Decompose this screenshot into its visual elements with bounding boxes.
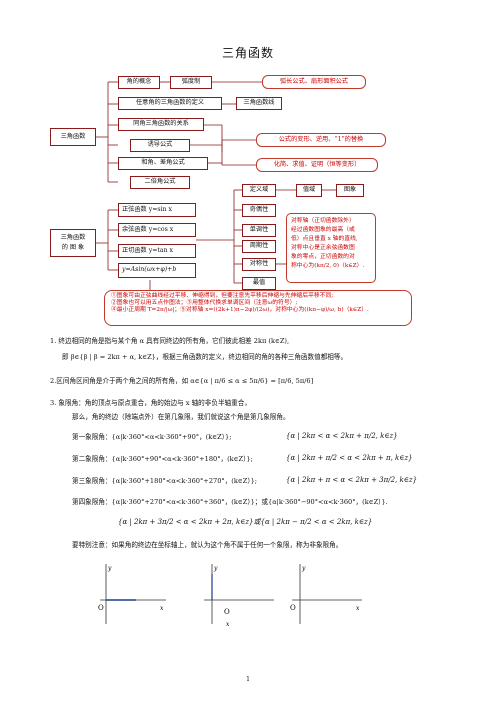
- node-trig-graphs-line1: 三角函数: [60, 234, 86, 242]
- para-quadrant-explain: 那么，角的终边（除端点外）在第几象限，我们就说这个角是第几象限角。: [72, 413, 290, 421]
- node-trig-functions: 三角函数: [50, 128, 96, 146]
- note-tip-1: ①图象可由正弦曲线经过平移、伸缩得到，但要注意先平移后伸缩与先伸缩后平移不同;: [111, 293, 334, 299]
- page-number: 1: [246, 676, 250, 683]
- node-monotonic: 单调性: [242, 224, 276, 237]
- node-parity: 奇偶性: [242, 204, 276, 217]
- diagram-connectors: [96, 81, 336, 290]
- node-angle-concept: 角的概念: [118, 76, 160, 89]
- node-asin-function: y=Asin(ωx+φ)+b: [118, 263, 196, 278]
- axis1-y-label: y: [107, 565, 112, 572]
- quadrant-1-deg: 第一象限角：{α|k·360°<α<k·360°+90°，(k∈Z）};: [72, 433, 232, 441]
- sym-note-line3: 低）点且垂直 x 轴的直线,: [291, 235, 358, 242]
- axis3-origin: O: [290, 604, 296, 612]
- node-sin-function: 正弦函数 y=sin x: [118, 203, 196, 217]
- axis2-x-label: x: [226, 621, 230, 628]
- axis1-x-label: x: [160, 605, 164, 612]
- note-symmetry-axis: 对称轴（正切函数除外） 经过函数图象的最高（或 低）点且垂直 x 轴的直线, 对…: [286, 213, 376, 283]
- note-arc-formula: 弧长公式、扇形面积公式: [262, 75, 366, 89]
- axis2-y-label: y: [213, 565, 218, 572]
- node-symmetry: 对称性: [242, 258, 276, 271]
- node-extremum: 最值: [242, 277, 276, 290]
- axis3-y-label: y: [301, 565, 306, 572]
- sym-note-line2: 经过函数图象的最高（或: [291, 226, 355, 233]
- axis2-origin: O: [224, 608, 230, 616]
- node-radian: 弧度制: [170, 76, 212, 89]
- sym-note-line6: 称中心为(kπ/2, 0)（k∈Z）.: [291, 262, 365, 269]
- node-induction: 诱导公式: [130, 139, 190, 152]
- quadrant-4-rad: {α | 2kπ + 3π/2 < α < 2kπ + 2π, k∈z}或{α …: [118, 518, 373, 526]
- node-sum-diff: 和角、差角公式: [118, 157, 208, 170]
- axis1-origin: O: [98, 604, 104, 612]
- node-any-angle-def: 任意角的三角函数的定义: [118, 97, 222, 110]
- para-coterminal: 1. 终边相同的角是指与某个角 α 具有同终边的所有角，它们彼此相差 2kπ (…: [50, 337, 290, 345]
- node-tan-function: 正切函数 y=tan x: [118, 244, 196, 258]
- note-simplify: 化简、求值、证明（恒等变形）: [256, 158, 378, 172]
- quadrant-3-rad: {α | 2kπ + π < α < 2kπ + 3π/2, k∈z}: [286, 476, 418, 484]
- axis3-x-label: x: [356, 605, 360, 612]
- note-tip-2: ②图象也可以用五点作图法；③用整体代换求单调区间（注意ω的符号）;: [111, 299, 298, 306]
- sym-note-line1: 对称轴（正切函数除外）: [291, 218, 355, 224]
- sym-note-line4: 对称中心是正余弦函数图: [291, 244, 355, 251]
- quadrant-2-rad: {α | 2kπ + π/2 < α < 2kπ + π, k∈z}: [286, 454, 413, 462]
- note-formula-transform: 公式的变形、逆用、“1”的替换: [256, 133, 386, 147]
- node-cos-function: 余弦函数 y=cos x: [118, 223, 196, 237]
- note-tip-3: ④最小正周期 T=2π/|ω|；⑤对称轴 x=((2k+1)π−2φ)/(2ω)…: [111, 306, 369, 313]
- quadrant-1-rad: {α | 2kπ < α < 2kπ + π/2, k∈z}: [286, 432, 398, 440]
- quadrant-3-deg: 第三象限角：{α|k·360°+180°<α<k·360°+270°，(k∈Z）…: [72, 477, 258, 485]
- axis-sketch-2: y O x: [204, 564, 274, 628]
- quadrant-4-deg: 第四象限角：{α|k·360°+270°<α<k·360°+360°，(k∈Z）…: [72, 498, 388, 506]
- node-trig-graphs-line2: 的 图 象: [61, 243, 85, 251]
- page-title: 三角函数: [221, 46, 274, 60]
- node-same-angle: 同角三角函数的关系: [118, 118, 204, 131]
- axis-sketch-1: y x O: [98, 564, 166, 624]
- quadrant-2-deg: 第二象限角：{α|k·360°+90°<α<k·360°+180°，(k∈Z）}…: [72, 455, 253, 463]
- para-coterminal-set: 即 β∈{β | β = 2kπ + α, k∈Z}，根据三角函数的定义，终边相…: [62, 353, 348, 361]
- axis-sketch-3: y O x: [290, 564, 362, 624]
- sym-note-line5: 象的零点，正切函数的对: [291, 253, 355, 260]
- para-non-quadrant: 要特别注意：如果角的终边在坐标轴上，就认为这个角不属于任何一个象限，称为非象限角…: [72, 541, 343, 549]
- node-domain: 定义域: [242, 184, 276, 197]
- para-interval-angle: 2.区间角区间角是介于两个角之间的所有角，如 α∈{α | π/6 ≤ α ≤ …: [50, 377, 314, 385]
- node-range: 值域: [296, 184, 322, 197]
- para-quadrant-angle: 3. 象限角：角的顶点与原点重合，角的始边与 x 轴的非负半轴重合，: [50, 399, 251, 407]
- node-trig-line: 三角函数线: [236, 97, 282, 110]
- node-image: 图象: [336, 184, 364, 197]
- node-trig-graphs: 三角函数 的 图 象: [50, 229, 96, 257]
- node-double-angle: 二倍角公式: [130, 176, 190, 189]
- note-graph-tips: ①图象可由正弦曲线经过平移、伸缩得到，但要注意先平移后伸缩与先伸缩后平移不同; …: [104, 290, 412, 326]
- node-period: 周期性: [242, 240, 276, 253]
